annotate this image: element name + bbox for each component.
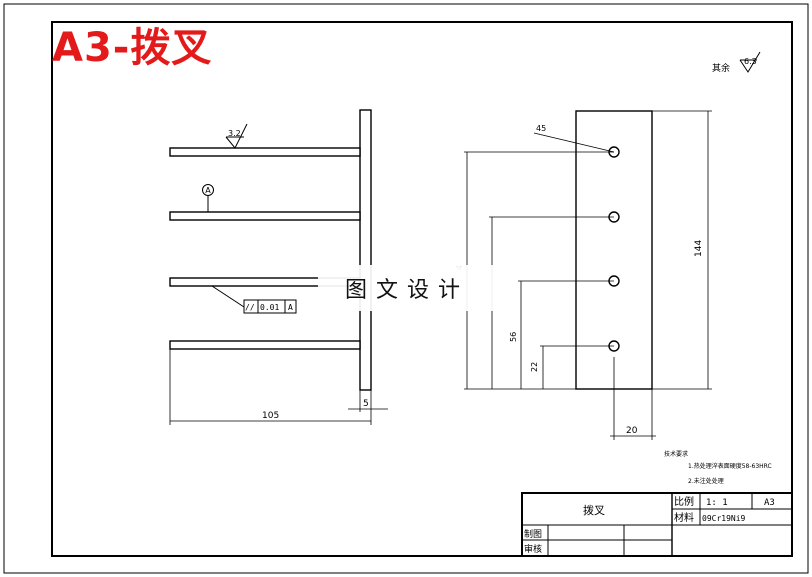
angle-text: 45 xyxy=(536,124,546,133)
title-block-scale-value: 1: 1 xyxy=(706,498,728,508)
title-block-sheet-size: A3 xyxy=(764,498,775,508)
surface-finish-general-symbol xyxy=(739,51,761,73)
surface-finish-local-symbol xyxy=(225,123,248,149)
notes-item-1: 1.热处理淬表面硬度58-63HRC xyxy=(688,462,772,470)
datum-circle xyxy=(202,184,214,196)
title-block-part-name: 拨叉 xyxy=(583,503,605,517)
notes-item-2: 2.未注处处理 xyxy=(688,477,724,485)
dimension-plate-thickness xyxy=(348,390,388,412)
title-block xyxy=(521,492,793,557)
title-block-drawn-label: 制图 xyxy=(524,528,542,540)
title-block-material-value: 09Cr19Ni9 xyxy=(702,514,746,523)
inner-frame xyxy=(51,21,793,557)
back-plate xyxy=(359,109,372,391)
title-block-checked-label: 审核 xyxy=(524,543,542,555)
notes-heading: 技术要求 xyxy=(664,450,688,458)
tolerance-frame xyxy=(243,299,297,314)
dimension-hole-22-text: 22 xyxy=(530,362,539,372)
title-block-material-label: 材料 xyxy=(674,511,694,524)
drawing-title: A3-拨叉 xyxy=(52,25,213,71)
dimension-length-text: 105 xyxy=(262,411,279,421)
angle-leader xyxy=(533,132,615,153)
tine-2 xyxy=(169,211,361,221)
surface-finish-local-value: 3.2 xyxy=(228,129,241,138)
tine-1 xyxy=(169,147,361,157)
tolerance-symbol: // xyxy=(245,303,255,312)
title-block-scale-label: 比例 xyxy=(674,495,694,508)
dimension-height xyxy=(652,110,712,390)
tolerance-value: 0.01 xyxy=(260,303,279,312)
watermark: 图文设计 xyxy=(318,265,496,311)
surface-finish-general-label: 其余 xyxy=(712,62,730,74)
surface-finish-general-value: 6.3 xyxy=(744,57,757,66)
dimension-width xyxy=(610,357,656,440)
dimension-plate-thickness-text: 5 xyxy=(363,399,369,409)
tine-4 xyxy=(169,340,361,350)
tolerance-ref: A xyxy=(288,303,293,312)
dimension-length xyxy=(169,349,372,425)
outer-border xyxy=(3,3,809,574)
side-view xyxy=(169,109,372,391)
dimension-height-text: 144 xyxy=(694,240,704,257)
dimension-hole-56-text: 56 xyxy=(509,332,518,342)
datum-letter: A xyxy=(205,186,211,195)
tolerance-leader xyxy=(211,285,245,308)
dimension-width-text: 20 xyxy=(626,426,638,436)
